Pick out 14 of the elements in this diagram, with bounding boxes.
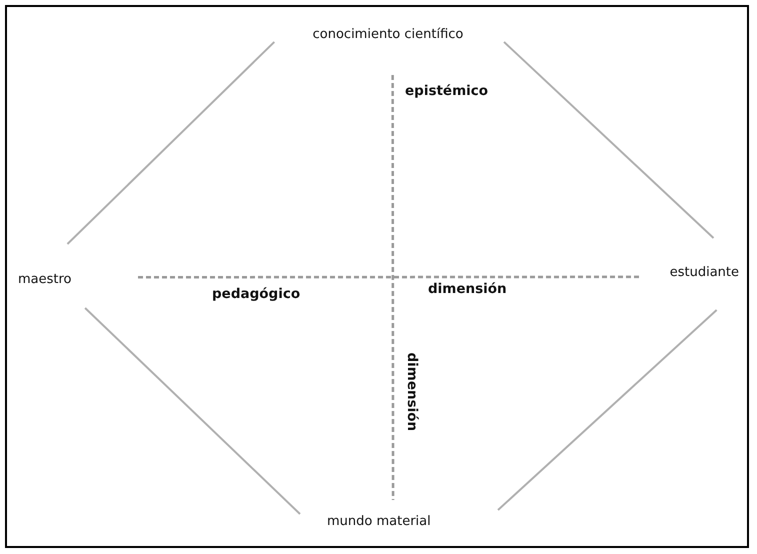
axis-label: dimensión — [428, 281, 507, 297]
axis-label: dimensión — [404, 352, 420, 432]
connector-line — [497, 309, 718, 511]
connector-line — [503, 41, 714, 239]
axis-label: epistémico — [405, 83, 488, 99]
node-label: mundo material — [327, 514, 431, 529]
axis-label: pedagógico — [212, 286, 300, 302]
connector-line — [66, 41, 276, 245]
node-label: maestro — [18, 272, 72, 287]
connector-line — [84, 307, 301, 515]
node-label: estudiante — [670, 265, 739, 280]
dashed-line — [138, 276, 640, 279]
dashed-line — [391, 75, 394, 500]
node-label: conocimiento científico — [312, 27, 464, 42]
